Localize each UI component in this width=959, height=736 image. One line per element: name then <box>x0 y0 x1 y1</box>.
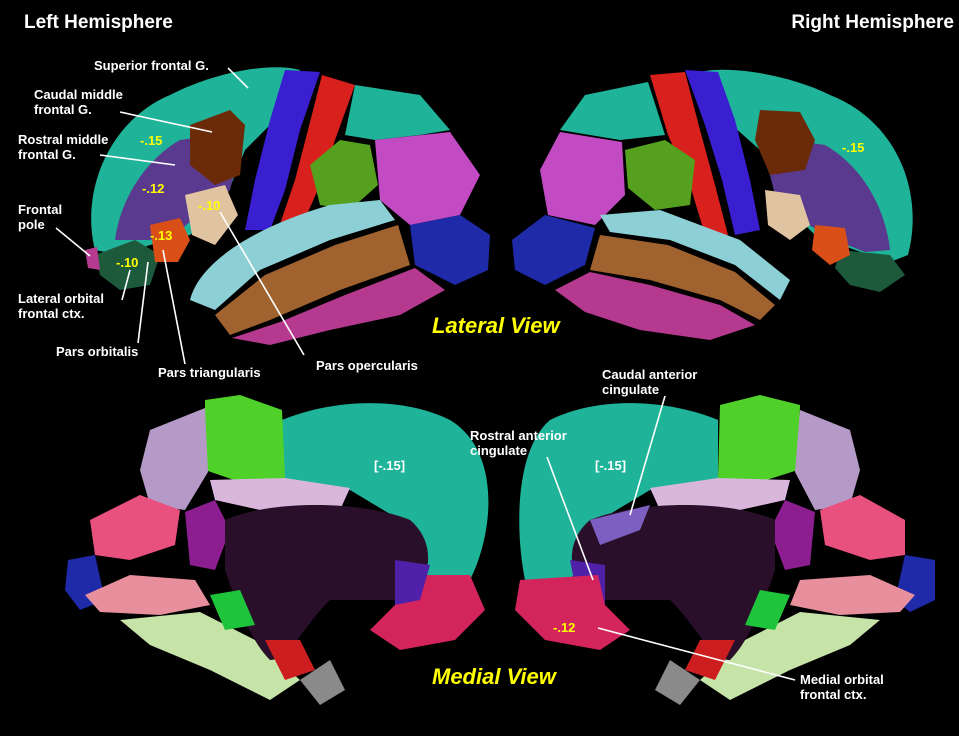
label-superior-frontal: Superior frontal G. <box>94 58 209 73</box>
label-caudal-middle-frontal-1: Caudal middle <box>34 87 123 102</box>
label-lateral-orbitofrontal-2: frontal ctx. <box>18 306 84 321</box>
label-caudal-anterior-cingulate-1: Caudal anterior <box>602 367 697 382</box>
value-left-lateral-pars-opercularis: -.10 <box>198 198 220 213</box>
label-pars-orbitalis: Pars orbitalis <box>56 344 138 359</box>
label-rostral-middle-frontal-2: frontal G. <box>18 147 76 162</box>
label-medial-orbitofrontal-1: Medial orbital <box>800 672 884 687</box>
left-hemisphere-header: Left Hemisphere <box>24 12 173 33</box>
label-medial-orbitofrontal-2: frontal ctx. <box>800 687 866 702</box>
value-right-medial-superior-frontal: [-.15] <box>595 458 626 473</box>
label-caudal-anterior-cingulate-2: cingulate <box>602 382 659 397</box>
value-left-lateral-pars-triangularis: -.13 <box>150 228 172 243</box>
right-hemisphere-header: Right Hemisphere <box>791 12 954 33</box>
value-left-lateral-superior-frontal: -.15 <box>140 133 162 148</box>
label-frontal-pole-2: pole <box>18 217 45 232</box>
label-rostral-anterior-cingulate-2: cingulate <box>470 443 527 458</box>
label-pars-triangularis: Pars triangularis <box>158 365 261 380</box>
medial-view-title: Medial View <box>432 664 558 689</box>
value-left-medial-superior-frontal: [-.15] <box>374 458 405 473</box>
label-rostral-anterior-cingulate-1: Rostral anterior <box>470 428 567 443</box>
label-lateral-orbitofrontal-1: Lateral orbital <box>18 291 104 306</box>
label-pars-opercularis: Pars opercularis <box>316 358 418 373</box>
value-right-lateral-superior-frontal: -.15 <box>842 140 864 155</box>
right-medial-paracentral <box>718 395 800 482</box>
value-right-medial-medial-orbitofrontal: -.12 <box>553 620 575 635</box>
value-left-lateral-lateral-orbitofrontal: -.10 <box>116 255 138 270</box>
left-medial-paracentral <box>205 395 285 482</box>
label-rostral-middle-frontal-1: Rostral middle <box>18 132 108 147</box>
label-caudal-middle-frontal-2: frontal G. <box>34 102 92 117</box>
label-frontal-pole-1: Frontal <box>18 202 62 217</box>
lateral-view-title: Lateral View <box>432 313 561 338</box>
value-left-lateral-rostral-middle-frontal: -.12 <box>142 181 164 196</box>
